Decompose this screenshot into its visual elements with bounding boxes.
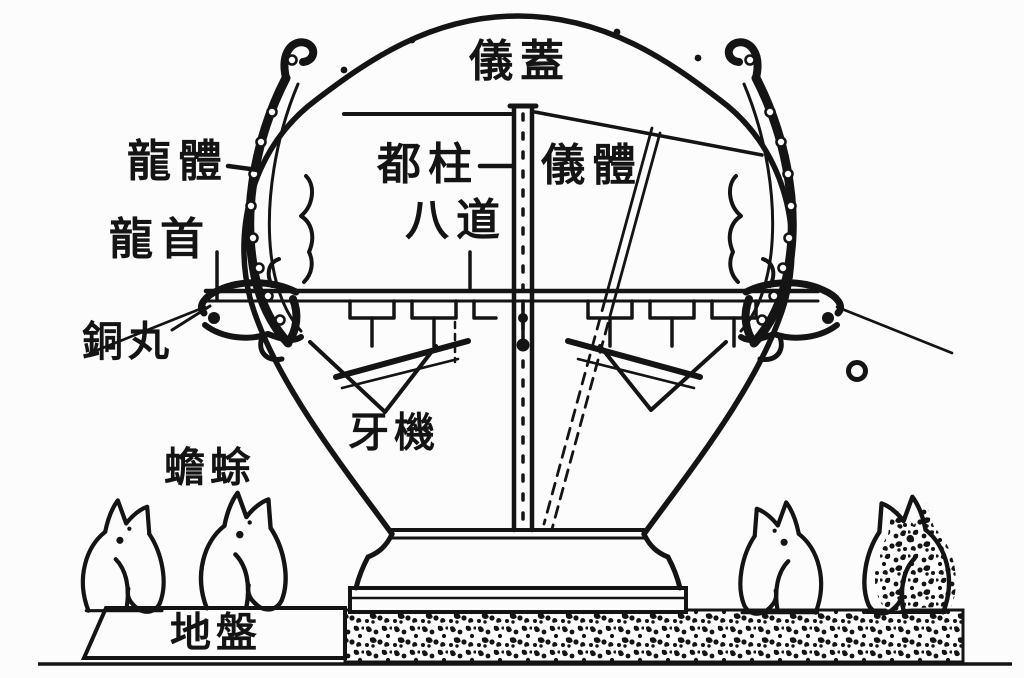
label-dragon-body: 龍體 [127,137,229,186]
label-dragon-head: 龍首 [109,215,211,264]
toad-right-1 [740,502,821,613]
pendulum-rod [542,126,662,531]
stippled-ground [343,608,965,664]
mechanism-bar [203,288,821,414]
label-instrument-body: 儀體 [541,141,643,190]
ground-base [38,606,1012,666]
label-toad: 蟾蜍 [164,444,256,491]
label-trigger-mechanism: 牙機 [348,409,440,456]
lid-seam-right [533,110,764,157]
leader-lines [170,163,515,332]
dome-bumps [340,28,702,74]
label-copper-ball: 銅丸 [82,318,174,365]
toad-right-2 [864,497,956,614]
central-column [507,103,539,533]
vessel-foot [348,528,688,614]
channel-brackets [348,299,758,348]
right-dragon [729,42,952,359]
toad-left-2 [201,493,286,610]
label-eight-channels: 八道 [405,196,507,245]
trigger-lever-right [565,338,728,412]
falling-ball [846,360,868,382]
label-lid: 儀蓋 [469,37,571,86]
trigger-lever-left [308,338,471,414]
label-base-plate: 地盤 [170,609,262,656]
vessel-outline [241,13,795,537]
label-central-pillar: 都柱 [377,140,479,189]
toad-left-1 [83,500,164,611]
